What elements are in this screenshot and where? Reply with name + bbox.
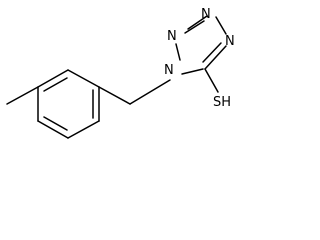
benzyl-bond	[98, 86, 131, 105]
carbon-sulfur-bond	[204, 68, 219, 93]
benzene-ring	[37, 69, 100, 139]
ch2-n-bond	[129, 79, 171, 105]
nitrogen-n3-label: N	[201, 7, 211, 22]
nitrogen-n2-label: N	[167, 29, 177, 44]
ring-bond	[181, 68, 204, 75]
ring-bond	[215, 16, 227, 35]
ring-bond	[67, 69, 100, 88]
ring-double-bond	[202, 42, 222, 63]
ring-double-bond	[43, 77, 68, 92]
nitrogen-n1-label: N	[164, 63, 174, 78]
ring-bond	[187, 15, 208, 30]
ring-double-bond	[43, 116, 68, 131]
tetrazole-ring	[175, 15, 227, 75]
ring-bond	[175, 43, 181, 61]
thiol-sh-label: SH	[213, 95, 231, 110]
ring-bond	[37, 120, 69, 139]
ring-double-bond	[184, 20, 205, 34]
chemical-structure-diagram: N N N N SH	[6, 7, 235, 139]
methyl-bond	[6, 86, 39, 105]
ring-bond	[67, 120, 100, 139]
ring-bond	[204, 45, 227, 70]
nitrogen-n4-label: N	[225, 34, 235, 49]
ring-bond	[37, 69, 69, 88]
